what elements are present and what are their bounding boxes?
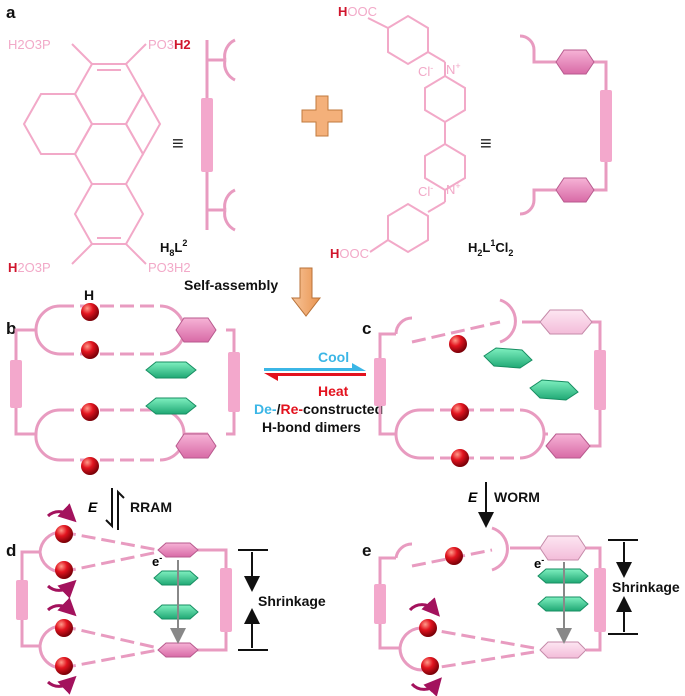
h2l1cl2-label: H2L1Cl2 bbox=[468, 238, 513, 258]
d-green-hex-1 bbox=[153, 570, 199, 586]
viologen-structure bbox=[367, 14, 466, 254]
svg-text:H2L1Cl2: H2L1Cl2 bbox=[468, 238, 513, 258]
po3h2-top-right: PO3H2 bbox=[148, 37, 191, 52]
e-hex-top bbox=[539, 535, 587, 561]
h8l2-core-bar bbox=[201, 98, 213, 172]
panel-label-a: a bbox=[6, 3, 16, 22]
d-shrinkage-bracket bbox=[238, 549, 268, 651]
d-electron-label: e- bbox=[152, 553, 162, 569]
h2l1cl2-core-bar bbox=[600, 90, 612, 162]
b-right-bar bbox=[228, 352, 240, 412]
equiv-left: ≡ bbox=[172, 133, 184, 155]
pyrene-structure bbox=[22, 43, 162, 265]
cool-label: Cool bbox=[318, 349, 349, 365]
n-plus-bottom: N+ bbox=[446, 181, 461, 197]
c-green-hex-2 bbox=[529, 379, 579, 401]
heat-label: Heat bbox=[318, 383, 349, 399]
b-green-hex-2 bbox=[145, 397, 197, 415]
b-h-atom-2 bbox=[81, 341, 99, 359]
h2l1cl2-hex-bottom bbox=[555, 177, 595, 203]
b-green-hex-1 bbox=[145, 361, 197, 379]
n-plus-top: N+ bbox=[446, 61, 461, 77]
b-h-atom-4 bbox=[81, 457, 99, 475]
d-green-hex-2 bbox=[153, 604, 199, 620]
h2o3p-bottom-left: H2O3P bbox=[8, 260, 51, 275]
d-hex-bottom bbox=[157, 642, 199, 658]
hooc-bottom: HOOC bbox=[330, 246, 369, 261]
b-left-bar bbox=[10, 360, 22, 408]
self-assembly-label: Self-assembly bbox=[184, 277, 278, 293]
rram-equilibrium-arrow bbox=[105, 488, 125, 530]
hooc-top: HOOC bbox=[338, 4, 377, 19]
e-left-bar bbox=[374, 584, 386, 624]
worm-label: WORM bbox=[494, 489, 540, 505]
h2l1cl2-hex-top bbox=[555, 49, 595, 75]
po3h2-bottom-right: PO3H2 bbox=[148, 260, 191, 275]
cl-minus-bottom: Cl- bbox=[418, 183, 433, 199]
e-shrinkage-bracket bbox=[608, 539, 638, 635]
panel-label-d: d bbox=[6, 541, 16, 560]
d-hex-top bbox=[157, 542, 199, 558]
e-h-atom-1 bbox=[445, 547, 463, 565]
e-electron-label: e- bbox=[534, 555, 544, 571]
self-assembly-arrow bbox=[290, 267, 322, 317]
panel-label-c: c bbox=[362, 319, 371, 338]
e-right-bar bbox=[594, 568, 606, 632]
c-h-atom-3 bbox=[451, 449, 469, 467]
e-h-atom-3 bbox=[421, 657, 439, 675]
c-hex-top bbox=[539, 309, 593, 335]
d-h-atom-1 bbox=[55, 525, 73, 543]
b-hex-top bbox=[175, 317, 217, 343]
reconstructed-label: De-/Re-constructed bbox=[254, 401, 383, 417]
h-atom-label: H bbox=[84, 287, 94, 303]
panel-label-e: e bbox=[362, 541, 371, 560]
d-rotation-arrows bbox=[46, 503, 77, 695]
e-hex-bottom bbox=[539, 641, 587, 659]
c-h-atom-2 bbox=[451, 403, 469, 421]
e-h-atom-2 bbox=[419, 619, 437, 637]
d-h-atom-3 bbox=[55, 619, 73, 637]
svg-text:H8L2: H8L2 bbox=[160, 238, 187, 258]
e-rotation-arrows bbox=[408, 597, 442, 696]
h8l2-label: H8L2 bbox=[160, 238, 187, 258]
d-shrinkage-label: Shrinkage bbox=[258, 593, 326, 609]
b-h-atom-3 bbox=[81, 403, 99, 421]
d-right-bar bbox=[220, 568, 232, 632]
d-h-atom-4 bbox=[55, 657, 73, 675]
cl-minus-top: Cl- bbox=[418, 63, 433, 79]
b-hex-bottom bbox=[175, 433, 217, 459]
rram-label: RRAM bbox=[130, 499, 172, 515]
plus-icon bbox=[301, 95, 343, 137]
c-hex-bottom bbox=[545, 433, 591, 459]
assembly-c-frame bbox=[378, 298, 602, 460]
e-symbol-worm: E bbox=[468, 489, 478, 505]
b-h-atom-1 bbox=[81, 303, 99, 321]
c-left-bar bbox=[374, 358, 386, 406]
c-green-hex-1 bbox=[483, 347, 533, 369]
heat-arrow bbox=[264, 373, 366, 381]
h2o3p-top-left: H2O3P bbox=[8, 37, 51, 52]
c-h-atom-1 bbox=[449, 335, 467, 353]
e-symbol-rram: E bbox=[88, 499, 98, 515]
c-right-bar bbox=[594, 350, 606, 410]
panel-label-b: b bbox=[6, 319, 16, 338]
d-h-atom-2 bbox=[55, 561, 73, 579]
d-left-bar bbox=[16, 580, 28, 620]
e-shrinkage-label: Shrinkage bbox=[612, 579, 680, 595]
cool-arrow bbox=[264, 363, 366, 371]
equiv-right: ≡ bbox=[480, 133, 492, 155]
hbond-dimers-label: H-bond dimers bbox=[262, 419, 361, 435]
